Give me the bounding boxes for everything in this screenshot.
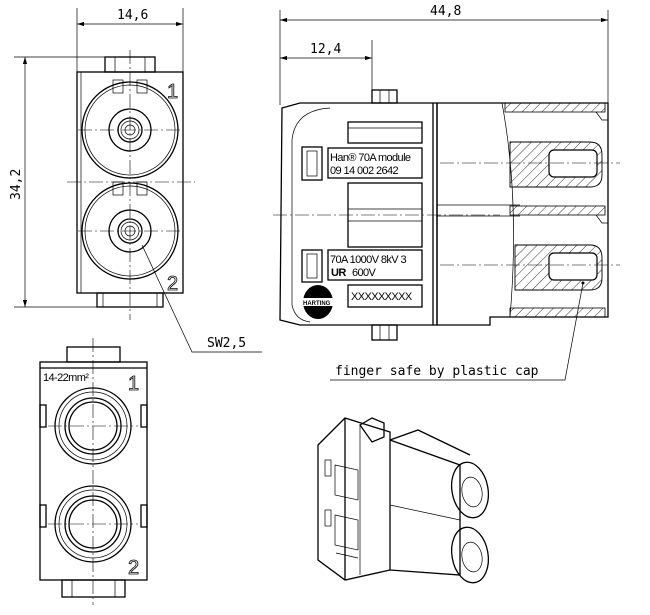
brand-text: HARTING (303, 301, 331, 307)
rear-contact-number-2: 2 (128, 557, 139, 579)
wire-range-label: 14-22mm² (43, 372, 89, 384)
dimension-height: 34,2 (9, 56, 105, 308)
dimension-length-label: 44,8 (430, 4, 461, 19)
front-view: 14,6 34,2 1 2 SW2,5 (9, 8, 262, 353)
dimension-partial-label: 12,4 (310, 42, 341, 57)
rear-view: 14-22mm² 1 2 (39, 338, 148, 605)
dimension-width-label: 14,6 (117, 8, 148, 23)
side-view: 44,8 12,4 Han® 70A module 09 14 002 2642… (273, 4, 620, 381)
wrench-size-callout: SW2,5 (207, 336, 246, 351)
cert-mark: UR (331, 267, 346, 279)
rating-label-line2: 600V (352, 267, 377, 279)
rear-contact-number-1: 1 (128, 373, 139, 395)
module-label-name: Han® 70A module (330, 152, 411, 164)
module-label-part-number: 09 14 002 2642 (330, 165, 399, 177)
contact-number-2: 2 (167, 273, 178, 295)
contact-number-1: 1 (167, 81, 178, 103)
serial-label: XXXXXXXXX (351, 291, 413, 303)
finger-safe-callout: finger safe by plastic cap (335, 364, 539, 379)
dimension-length: 44,8 12,4 (279, 4, 609, 105)
rating-label-line1: 70A 1000V 8kV 3 (330, 254, 406, 266)
isometric-view (317, 417, 490, 584)
dimension-height-label: 34,2 (9, 169, 24, 200)
harting-logo: HARTING (302, 285, 334, 319)
dimension-width: 14,6 (76, 8, 184, 72)
